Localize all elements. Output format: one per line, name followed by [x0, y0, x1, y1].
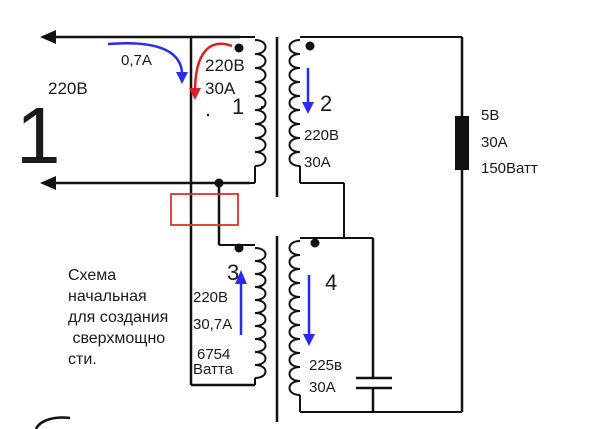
t4-voltage-label: 225в — [309, 357, 342, 374]
t1-current-label: 30А — [205, 79, 236, 98]
t1-voltage-label: 220В — [205, 56, 245, 75]
partial-circle — [34, 416, 71, 429]
capacitor — [356, 238, 392, 412]
top-input-arrowhead — [40, 30, 56, 44]
loop-arrow — [193, 42, 233, 93]
current-arrows — [107, 42, 311, 338]
scheme-number: 1 — [16, 91, 61, 180]
t1-number: 1 — [232, 94, 245, 119]
coil-4 — [288, 237, 462, 413]
load-current-label: 30А — [481, 134, 508, 151]
t3-voltage-label: 220В — [193, 289, 229, 306]
input-voltage-label: 220В — [48, 79, 88, 98]
loop-arrowhead — [189, 88, 201, 100]
bottom-input-arrowhead — [40, 176, 56, 190]
t3-power-value: 6754 — [197, 346, 231, 363]
coil-2 — [288, 36, 462, 238]
t3-number: 3 — [227, 260, 240, 285]
load-power-label: 150Ватт — [481, 160, 538, 177]
load-resistor — [455, 37, 469, 412]
t4-current-label: 30А — [309, 379, 336, 396]
t2-number: 2 — [320, 91, 333, 116]
scheme-description: Схема начальная для создания сверхмощно … — [68, 267, 169, 368]
t4-number: 4 — [325, 270, 338, 295]
junction-dots — [206, 41, 320, 253]
current-arrowheads — [176, 72, 315, 346]
t2-current-label: 30А — [304, 154, 331, 171]
t3-current-label: 30,7А — [193, 316, 233, 333]
t2-voltage-label: 220В — [304, 127, 340, 144]
input-current-label: 0,7А — [121, 52, 152, 69]
fuse-box — [170, 193, 239, 226]
coil-1 — [240, 36, 267, 184]
t3-power-unit: Ватта — [193, 361, 233, 378]
load-voltage-label: 5В — [481, 107, 500, 124]
